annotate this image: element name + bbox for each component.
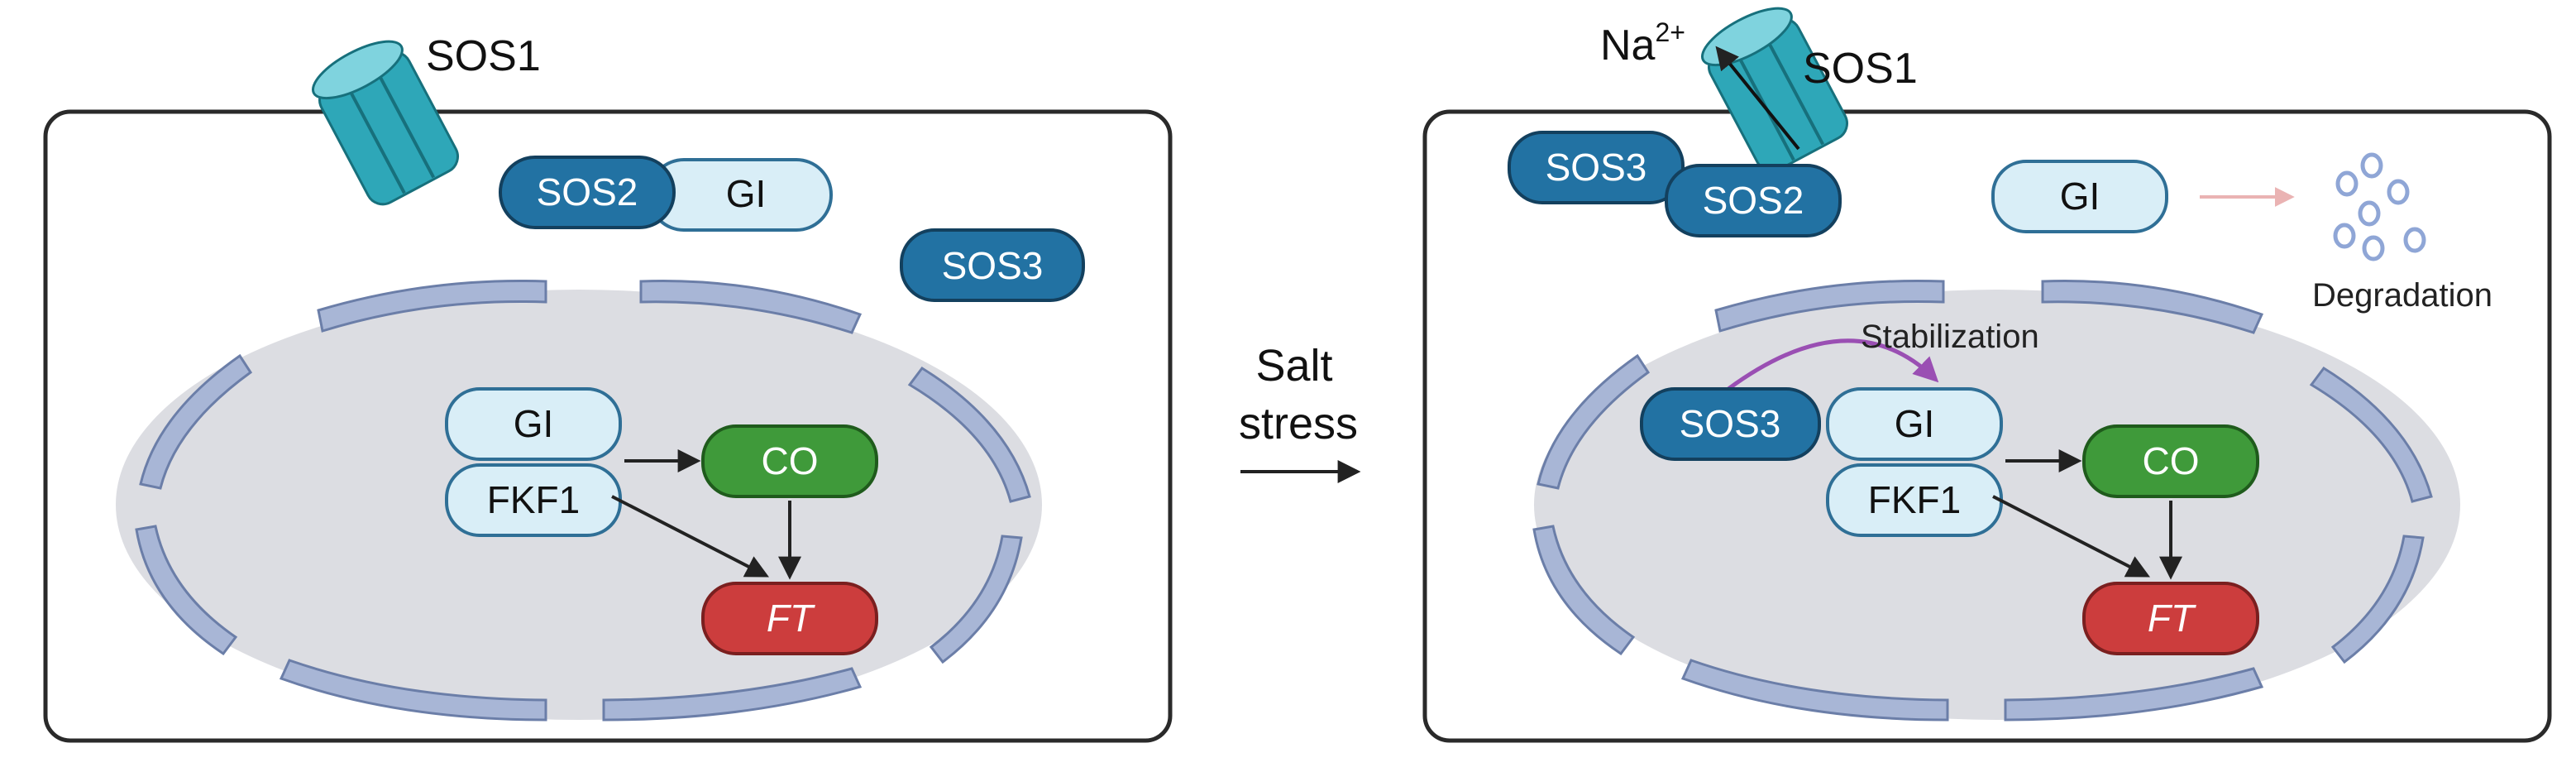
left-ft-label: FT bbox=[767, 597, 815, 640]
right-stabilization-arrow bbox=[1727, 338, 1939, 391]
right-stabilization-label: Stabilization bbox=[1861, 319, 2039, 355]
left-nuclear-envelope bbox=[135, 279, 1031, 722]
left-panel: SOS1 GI SOS2 SOS3 GI FKF1 CO FT bbox=[43, 32, 1173, 743]
right-gi-cyto-label: GI bbox=[2060, 175, 2100, 218]
right-ion-label: Na2+ bbox=[1600, 17, 1685, 70]
right-ft-label: FT bbox=[2148, 597, 2196, 640]
left-co-label: CO bbox=[762, 439, 819, 482]
right-sos3-cyto-label: SOS3 bbox=[1546, 146, 1647, 189]
left-arrow-fkf1-to-ft bbox=[611, 495, 769, 578]
salt-stress-line2: stress bbox=[1239, 399, 1358, 448]
right-sos3-nuc-label: SOS3 bbox=[1680, 402, 1781, 445]
right-gi-nuc-box bbox=[1826, 387, 2003, 461]
right-gi-cyto-box bbox=[1991, 160, 2168, 233]
left-gi-nuc-box bbox=[445, 387, 622, 461]
left-ft-box bbox=[701, 582, 878, 655]
right-fkf1-label: FKF1 bbox=[1868, 478, 1961, 521]
right-sos2-box bbox=[1665, 164, 1842, 237]
left-sos2-box bbox=[499, 156, 676, 229]
left-sos1-label: SOS1 bbox=[426, 32, 541, 80]
right-arrow-fkf1-to-ft bbox=[1992, 495, 2150, 578]
left-sos2-label: SOS2 bbox=[537, 170, 638, 213]
right-gi-nuc-label: GI bbox=[1895, 402, 1935, 445]
left-co-box bbox=[701, 424, 878, 498]
left-gi-cyto-label: GI bbox=[726, 172, 767, 215]
salt-stress-line1: Salt bbox=[1255, 341, 1332, 391]
right-nuclear-envelope bbox=[1532, 279, 2433, 722]
degradation-fragments-icon bbox=[2333, 152, 2426, 261]
right-sos2-label: SOS2 bbox=[1703, 179, 1804, 222]
right-sos3-cyto-box bbox=[1508, 131, 1685, 204]
left-fkf1-label: FKF1 bbox=[487, 478, 580, 521]
right-ion-charge: 2+ bbox=[1655, 17, 1685, 47]
right-panel: Na2+ SOS1 SOS3 SOS2 GI Degradation Stabi… bbox=[1422, 7, 2552, 743]
right-co-label: CO bbox=[2143, 439, 2200, 482]
left-sos3-box bbox=[900, 228, 1085, 302]
right-degradation-label: Degradation bbox=[2312, 277, 2492, 314]
left-gi-nuc-label: GI bbox=[514, 402, 554, 445]
right-ft-box bbox=[2082, 582, 2259, 655]
right-sos3-nuc-box bbox=[1640, 387, 1821, 461]
right-ion-export-arrow bbox=[1715, 46, 1800, 151]
right-ion-base: Na bbox=[1600, 22, 1656, 70]
left-sos3-label: SOS3 bbox=[942, 244, 1044, 287]
left-sos1-channel bbox=[311, 40, 459, 206]
right-sos1-label: SOS1 bbox=[1803, 45, 1918, 93]
salt-stress-transition: Salt stress bbox=[1239, 341, 1361, 483]
right-co-box bbox=[2082, 424, 2259, 498]
